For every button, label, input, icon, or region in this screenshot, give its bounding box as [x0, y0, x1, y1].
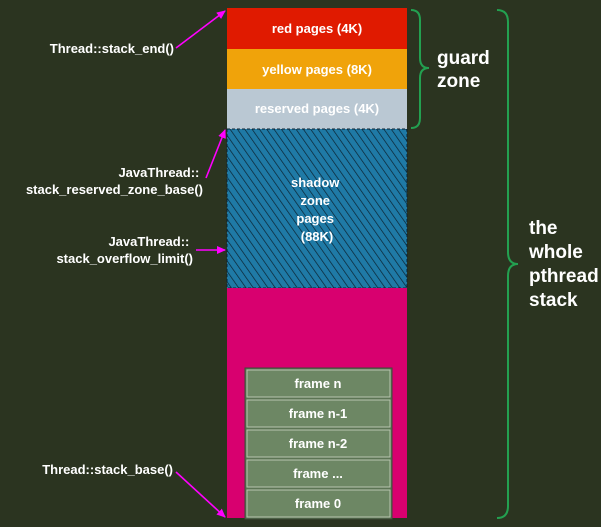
shadow-line-3: pages — [296, 211, 334, 226]
whole-stack-line-3: pthread — [529, 266, 599, 287]
stack-base-arrow — [175, 471, 226, 518]
whole-stack-line-1: the — [529, 218, 558, 239]
reserved-zone-base-line-1: JavaThread:: — [118, 165, 199, 180]
stack-end-label: Thread::stack_end() — [50, 41, 174, 56]
shadow-line-2: zone — [300, 193, 330, 208]
frame-label: frame n-1 — [289, 406, 348, 421]
overflow-limit-line-1: JavaThread:: — [108, 234, 189, 249]
whole-stack-label: the whole pthread stack — [528, 218, 601, 311]
reserved-pages-block — [227, 89, 407, 129]
yellow-pages-label: yellow pages (8K) — [262, 62, 372, 77]
red-pages-label: red pages (4K) — [272, 21, 362, 36]
whole-stack-line-4: stack — [529, 290, 578, 311]
frame-row — [246, 489, 391, 518]
guard-zone-line-2: zone — [437, 71, 480, 92]
shadow-line-4: (88K) — [301, 229, 334, 244]
frame-label: frame 0 — [295, 496, 341, 511]
whole-stack-brace — [496, 9, 519, 519]
frame-rows: frame n frame n-1 frame n-2 frame ... fr… — [246, 369, 391, 518]
shadow-zone-label: shadow zone pages (88K) — [291, 175, 343, 244]
frame-label: frame ... — [293, 466, 343, 481]
reserved-zone-base-line-2: stack_reserved_zone_base() — [26, 182, 203, 197]
whole-stack-line-2: whole — [528, 242, 583, 263]
reserved-zone-base-arrow — [205, 129, 226, 179]
overflow-limit-line-2: stack_overflow_limit() — [56, 251, 193, 266]
frame-label: frame n-2 — [289, 436, 348, 451]
frame-row — [246, 429, 391, 458]
reserved-pages-label: reserved pages (4K) — [255, 101, 379, 116]
yellow-pages-block — [227, 49, 407, 89]
frame-label: frame n — [295, 376, 342, 391]
frame-row — [246, 459, 391, 488]
frame-row — [246, 399, 391, 428]
reserved-zone-base-label: JavaThread:: stack_reserved_zone_base() — [26, 165, 203, 197]
red-pages-block — [227, 8, 407, 49]
guard-zone-line-1: guard — [437, 48, 490, 69]
guard-zone-brace — [410, 9, 430, 129]
stack-end-arrow — [175, 10, 226, 49]
stack-base-label: Thread::stack_base() — [42, 462, 173, 477]
stack-end-line-1: Thread::stack_end() — [50, 41, 174, 56]
stack-base-line-1: Thread::stack_base() — [42, 462, 173, 477]
guard-zone-label: guard zone — [437, 48, 495, 92]
overflow-limit-label: JavaThread:: stack_overflow_limit() — [56, 234, 193, 266]
shadow-line-1: shadow — [291, 175, 340, 190]
frame-row — [246, 369, 391, 398]
shadow-zone-block — [226, 128, 408, 289]
